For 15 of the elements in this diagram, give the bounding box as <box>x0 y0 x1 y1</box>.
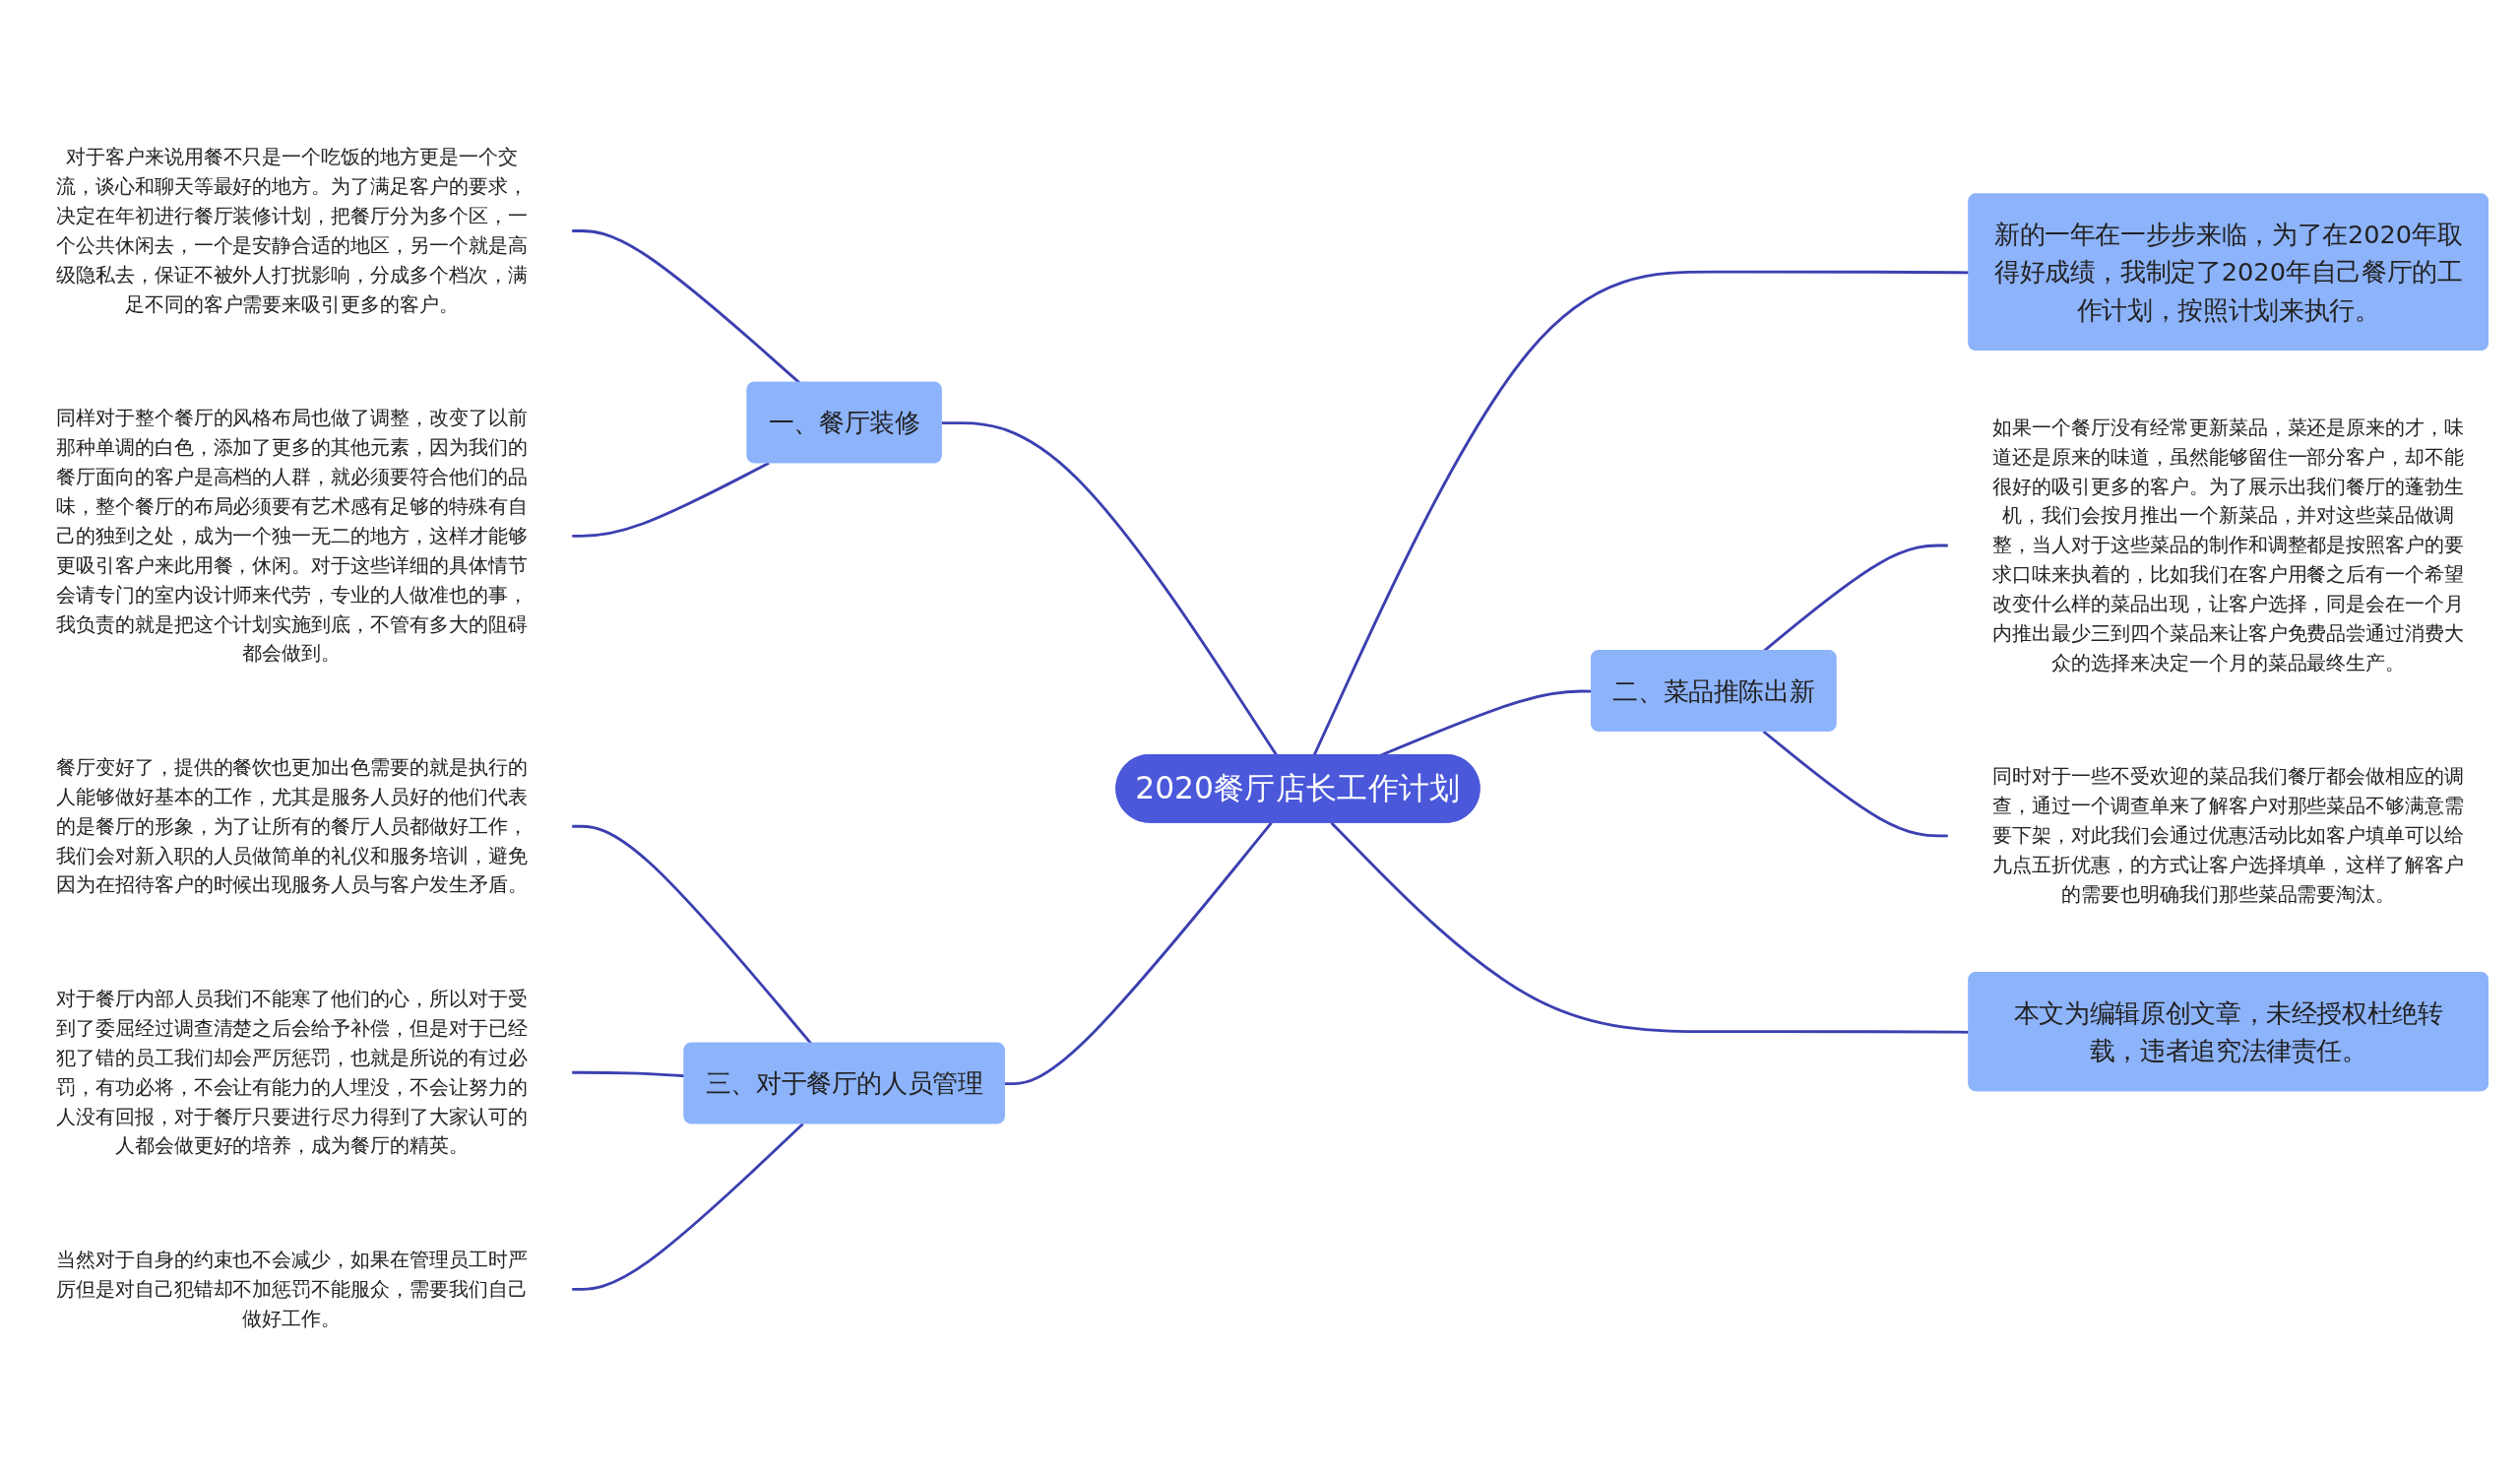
connector <box>1330 821 1970 1034</box>
node-text: 同样对于整个餐厅的风格布局也做了调整，改变了以前那种单调的白色，添加了更多的其他元素，因为我们的餐厅面向的客户是高档的人群，就必须要符合他们的品味，整个餐厅的布局必须要有艺术感有足够的特殊有自己的独到之处，成为一个独一无二的地方，这样才能够更吸引客户来此用餐，休闲。对于这些详细的具体情节会请专门的室内设计师来代劳，专业的人做准也的事，我负责的就是把这个计划实施到底，不管有多大的阻碍都会做到。 <box>55 406 528 665</box>
node-text: 对于客户来说用餐不只是一个吃饭的地方更是一个交流，谈心和聊天等最好的地方。为了满足客户的要求，决定在年初进行餐厅装修计划，把餐厅分为多个区，一个公共休闲去，一个是安静合适的地区，另一个就是高级隐私去，保证不被外人打扰影响，分成多个档次，满足不同的客户需要来吸引更多的客户。 <box>55 145 528 315</box>
connector <box>572 1070 685 1078</box>
node-text: 如果一个餐厅没有经常更新菜品，菜还是原来的才，味道还是原来的味道，虽然能够留住一部分客户，却不能很好的吸引更多的客户。为了展示出我们餐厅的蓬勃生机，我们会按月推出一个新菜品，并对这些菜品做调整，当人对于这些菜品的制作和调整都是按照客户的要求口味来执着的，比如我们在客户用餐之后有一个希望改变什么样的菜品出现，让客户选择，同是会在一个月内推出最少三到四个菜品来让客户免费品尝通过消费大众的选择来决定一个月的菜品最终生产。 <box>1992 416 2465 674</box>
connector <box>1762 730 1948 838</box>
connector <box>1004 821 1273 1086</box>
connector <box>1312 270 1970 756</box>
connector <box>572 824 813 1045</box>
connector <box>572 462 770 538</box>
node-text: 同时对于一些不受欢迎的菜品我们餐厅都会做相应的调查，通过一个调查单来了解客户对那些菜品不够满意需要下架，对此我们会通过优惠活动比如客户填单可以给九点五折优惠，的方式让客户选择填单，这样了解客户的需要也明确我们那些菜品需要淘汰。 <box>1992 764 2465 906</box>
node-text: 餐厅变好了，提供的餐饮也更加出色需要的就是执行的人能够做好基本的工作，尤其是服务人员好的他们代表的是餐厅的形象，为了让所有的餐厅人员都做好工作，我们会对新入职的人员做简单的礼仪和服务培训，避免因为在招待客户的时候出现服务人员与客户发生矛盾。 <box>55 755 528 896</box>
connector <box>572 1123 804 1291</box>
node-text: 当然对于自身的约束也不会减少，如果在管理员工时严厉但是对自己犯错却不加惩罚不能服众，需要我们自己做好工作。 <box>55 1248 528 1329</box>
node-text: 对于餐厅内部人员我们不能寒了他们的心，所以对于受到了委屈经过调查清楚之后会给予补偿，但是对于已经犯了错的员工我们却会严厉惩罚，也就是所说的有过必罚，有功必将，不会让有能力的人埋没，不会让努力的人没有回报，对于餐厅只要进行尽力得到了大家认可的人都会做更好的培养，成为餐厅的精英。 <box>55 987 528 1157</box>
